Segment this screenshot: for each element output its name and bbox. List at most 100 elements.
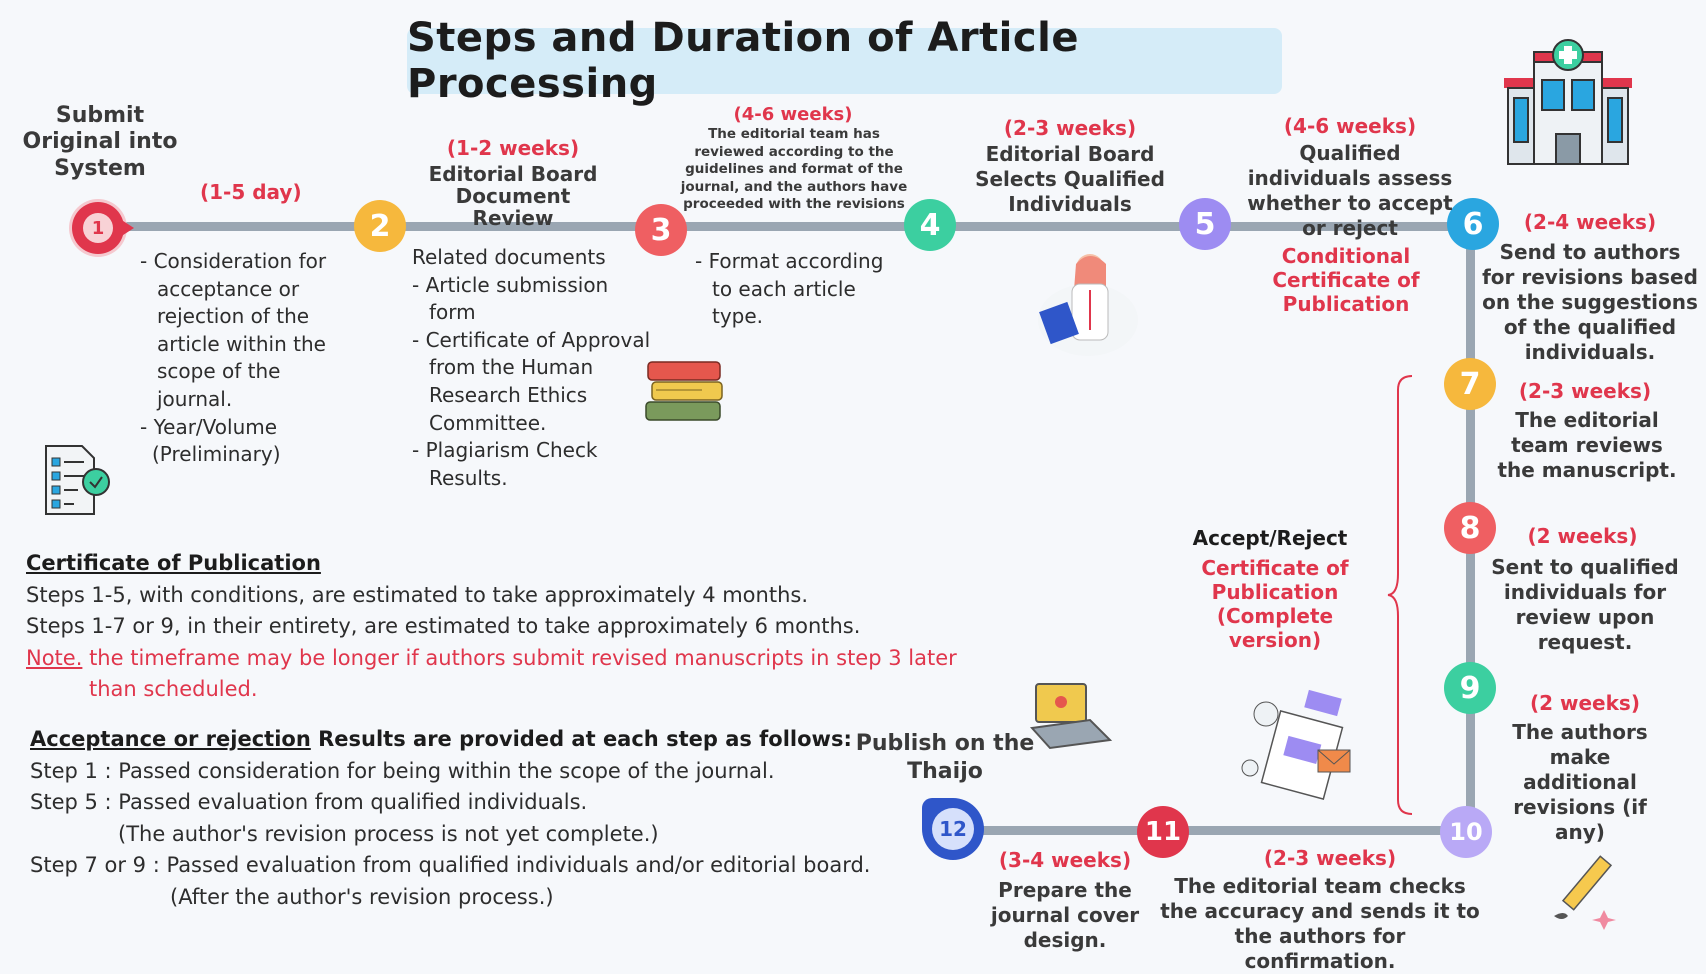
step-6-label: Send to authors for revisions based on t… <box>1482 240 1698 364</box>
page-title: Steps and Duration of Article Processing <box>407 15 1079 107</box>
step-4-circle: 4 <box>904 199 956 251</box>
certificate-section: Certificate of Publication Steps 1-5, wi… <box>26 548 957 706</box>
step-8-circle: 8 <box>1444 502 1496 554</box>
certificate-heading: Certificate of Publication <box>26 551 321 575</box>
results-line: Step 5 : Passed evaluation from qualifie… <box>30 790 588 814</box>
step-11-circle: 11 <box>1137 806 1189 858</box>
step-6-number: 6 <box>1462 206 1484 242</box>
step-9-label: The authors make additional revisions (i… <box>1512 720 1648 844</box>
step-2-circle: 2 <box>354 200 406 252</box>
step-3-details: - Format according to each article type. <box>695 248 883 331</box>
step-1-detail-line: journal. <box>157 386 233 411</box>
results-heading-underlined: Acceptance or rejection <box>30 727 311 751</box>
laptop-icon <box>1029 683 1113 750</box>
step-2-detail-line: form <box>429 300 476 325</box>
step-8-duration: (2 weeks) <box>1527 524 1638 548</box>
step-2-detail-line: - Plagiarism Check <box>412 438 598 463</box>
step-11-duration: (3-4 weeks) <box>998 848 1132 872</box>
step-11-number: 11 <box>1144 817 1182 847</box>
step-12-number: 12 <box>932 808 974 850</box>
step-9-number: 9 <box>1459 670 1481 706</box>
step-2-detail-line: from the Human <box>429 355 594 380</box>
accept-reject-text: Certificate of Publication (Complete ver… <box>1201 556 1349 652</box>
step-10-label: The editorial team checks the accuracy a… <box>1160 874 1480 973</box>
step-2-duration: (1-2 weeks) <box>446 136 580 160</box>
step-1-number: 1 <box>83 213 113 243</box>
step-9-circle: 9 <box>1444 662 1496 714</box>
results-line: Step 1 : Passed consideration for being … <box>30 758 775 783</box>
doctor-icon <box>1038 254 1138 356</box>
step-1-duration: (1-5 day) <box>200 180 302 204</box>
accept-reject-bracket <box>1387 375 1413 815</box>
results-heading: Acceptance or rejection Results are prov… <box>30 724 870 756</box>
certificate-note: Note. the timeframe may be longer if aut… <box>26 643 957 675</box>
step-8-label: Sent to qualified individuals for review… <box>1491 555 1679 654</box>
step-3-duration: (4-6 weeks) <box>733 104 853 125</box>
step-2-detail-line: Results. <box>429 465 508 490</box>
step-12-circle: 12 <box>922 798 984 860</box>
step-1-circle: 1 <box>72 202 124 254</box>
step-5-circle: 5 <box>1179 198 1231 250</box>
step-11-label: Prepare the journal cover design. <box>990 878 1140 952</box>
step-3-circle: 3 <box>635 204 687 256</box>
step-1-pointer <box>120 219 134 237</box>
note-text: the timeframe may be longer if authors s… <box>89 645 957 670</box>
results-section: Acceptance or rejection Results are prov… <box>30 724 870 913</box>
step-6-duration: (2-4 weeks) <box>1523 210 1657 234</box>
title-banner: Steps and Duration of Article Processing <box>407 15 1282 107</box>
step-2-label: Editorial Board Document Review <box>428 162 598 230</box>
step-2-detail-line: Committee. <box>429 410 547 435</box>
step-3-number: 3 <box>650 212 672 248</box>
results-heading-rest: Results are provided at each step as fol… <box>318 727 852 751</box>
step-2-number: 2 <box>369 208 391 244</box>
note-label: Note. <box>26 645 83 670</box>
results-line: (After the author's revision process.) <box>170 884 554 909</box>
note-text-continued: than scheduled. <box>89 677 258 701</box>
flow-line-top <box>98 222 1474 231</box>
certificate-line: Steps 1-7 or 9, in their entirety, are e… <box>26 614 861 638</box>
accept-reject-heading: Accept/Reject <box>1192 526 1348 550</box>
step-3-label: The editorial team has reviewed accordin… <box>680 126 908 213</box>
hospital-icon <box>1504 39 1632 165</box>
certificate-line: Steps 1-5, with conditions, are estimate… <box>26 582 809 607</box>
step-1-detail-line: (Preliminary) <box>152 442 281 467</box>
step-10-duration: (2-3 weeks) <box>1263 846 1397 870</box>
results-line: Step 7 or 9 : Passed evaluation from qua… <box>30 853 871 877</box>
step-12-label: Publish on the Thaijo <box>855 731 1035 784</box>
step-1-detail-line: scope of the <box>157 359 281 384</box>
step-4-label: Editorial Board Selects Qualified Indivi… <box>975 142 1165 216</box>
books-icon <box>645 361 723 421</box>
step-1-detail-line: article within the <box>157 331 326 356</box>
step-4-duration: (2-3 weeks) <box>1003 116 1137 140</box>
step-7-circle: 7 <box>1444 358 1496 410</box>
step-10-circle: 10 <box>1440 806 1492 858</box>
step-3-detail-line: type. <box>712 304 764 329</box>
step-5-duration: (4-6 weeks) <box>1283 114 1417 138</box>
step-5-label: Qualified individuals assess whether to … <box>1247 141 1453 240</box>
step-1-detail-line: - Year/Volume <box>140 414 278 439</box>
step-5-note: Conditional Certificate of Publication <box>1272 244 1420 316</box>
step-7-duration: (2-3 weeks) <box>1518 379 1652 403</box>
step-2-detail-line: - Certificate of Approval <box>412 327 651 352</box>
step-1-label: Submit Original into System <box>22 103 178 181</box>
step-2-detail-line: Related documents <box>412 245 606 269</box>
step-6-circle: 6 <box>1447 198 1499 250</box>
step-3-detail-line: - Format according <box>695 249 884 273</box>
pencil-icon <box>1554 855 1616 930</box>
step-1-details: - Consideration for acceptance or reject… <box>140 248 326 469</box>
step-1-detail-line: - Consideration for <box>140 249 327 273</box>
documents-icon <box>1241 689 1351 800</box>
step-1-detail-line: rejection of the <box>157 304 310 329</box>
step-7-number: 7 <box>1459 366 1481 402</box>
step-4-number: 4 <box>919 207 941 243</box>
step-2-detail-line: - Article submission <box>412 272 609 297</box>
step-9-duration: (2 weeks) <box>1530 691 1640 715</box>
step-8-number: 8 <box>1459 510 1481 546</box>
step-7-label: The editorial team reviews the manuscrip… <box>1497 408 1677 482</box>
step-10-number: 10 <box>1449 818 1483 846</box>
step-2-details: Related documents - Article submission f… <box>412 244 650 492</box>
checklist-icon <box>45 445 110 515</box>
step-3-detail-line: to each article <box>712 276 856 301</box>
results-line: (The author's revision process is not ye… <box>118 821 659 846</box>
step-5-number: 5 <box>1194 206 1216 242</box>
